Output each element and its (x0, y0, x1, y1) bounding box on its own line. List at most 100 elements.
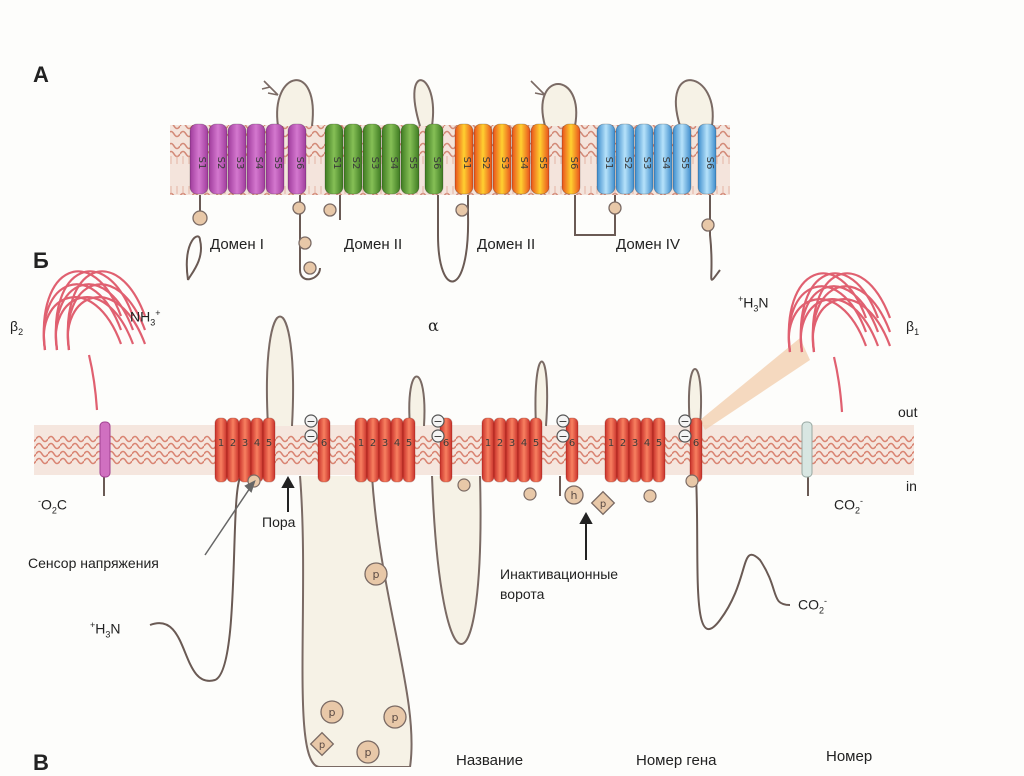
segment-b-2-4 (391, 418, 403, 482)
segment-b-label-3-4: 4 (521, 438, 527, 449)
segment-b-label-4-6: 6 (693, 438, 699, 449)
minus-marker-4: − (432, 430, 444, 443)
domain-label-3: Домен II (477, 236, 535, 253)
svg-text:−: − (306, 415, 315, 428)
segment-b-label-4-1: 1 (608, 438, 614, 449)
inactivation-gate-label-2: ворота (500, 586, 544, 602)
minus-marker-5: − (557, 415, 569, 428)
svg-text:−: − (306, 430, 315, 443)
segment-a-label-4-1: S1 (603, 157, 614, 170)
residue-b-3 (644, 490, 656, 502)
segment-b-3-4 (518, 418, 530, 482)
svg-text:p: p (373, 568, 380, 581)
segment-b-label-2-3: 3 (382, 438, 388, 449)
inactivation-gate-label-1: Инактивационные (500, 566, 618, 582)
segment-a-label-1-4: S4 (253, 157, 264, 170)
beta1-linker (700, 338, 810, 430)
segment-b-label-2-2: 2 (370, 438, 376, 449)
residue-b-2 (524, 488, 536, 500)
beta1-subunit (789, 273, 890, 412)
segment-a-label-2-6: S6 (431, 157, 442, 170)
segment-b-label-4-4: 4 (644, 438, 650, 449)
segment-b-label-1-2: 2 (230, 438, 236, 449)
segment-b-4-3 (629, 418, 641, 482)
svg-text:−: − (433, 430, 442, 443)
svg-text:−: − (680, 430, 689, 443)
svg-text:p: p (392, 711, 399, 724)
segment-b-2-3 (379, 418, 391, 482)
segment-a-label-3-3: S3 (499, 157, 510, 170)
segment-b-3-3 (506, 418, 518, 482)
minus-marker-7: − (679, 415, 691, 428)
minus-marker-1: − (305, 415, 317, 428)
co2-bottom-label: CO2- (798, 596, 827, 615)
segment-b-label-1-5: 5 (266, 438, 272, 449)
svg-text:−: − (558, 430, 567, 443)
minus-marker-8: − (679, 430, 691, 443)
segment-b-label-3-5: 5 (533, 438, 539, 449)
svg-text:p: p (600, 499, 606, 510)
domain-label-1: Домен I (210, 236, 264, 253)
panel-a-loops (277, 80, 713, 126)
svg-text:p: p (365, 746, 372, 759)
h3n-bottom-label: +H3N (90, 620, 121, 639)
segment-a-label-1-1: S1 (196, 157, 207, 170)
segment-a-label-4-3: S3 (641, 157, 652, 170)
segment-b-label-3-6: 6 (569, 438, 575, 449)
segment-b-2-2 (367, 418, 379, 482)
segment-a-label-2-4: S4 (388, 157, 399, 170)
segment-b-3-1 (482, 418, 494, 482)
h3n-right-label: +H3N (738, 294, 769, 313)
segment-a-label-4-2: S2 (622, 157, 633, 170)
segment-a-label-4-6: S6 (704, 157, 715, 170)
segment-a-label-3-5: S5 (537, 157, 548, 170)
segment-a-label-3-1: S1 (461, 157, 472, 170)
segment-b-4-1 (605, 418, 617, 482)
residue-b-5 (458, 479, 470, 491)
domain-a-4: S1S2S3S4S5S6 (597, 124, 716, 194)
table-header-gene: Номер гена (636, 752, 716, 769)
segment-a-label-4-5: S5 (679, 157, 690, 170)
minus-marker-2: − (305, 430, 317, 443)
segment-b-3-6 (566, 418, 578, 482)
h-marker: h (565, 486, 583, 504)
segment-b-1-5 (263, 418, 275, 482)
phospho-site-2: p (321, 701, 343, 723)
beta1-label: β1 (906, 318, 919, 337)
beta2-label: β2 (10, 318, 23, 337)
table-header-number: Номер (826, 748, 872, 765)
segment-b-2-5 (403, 418, 415, 482)
svg-text:p: p (319, 740, 325, 751)
beta1-stalk (834, 357, 842, 412)
segment-b-label-2-6: 6 (443, 438, 449, 449)
beta1-strand-3 (813, 273, 890, 352)
segment-a-label-3-6: S6 (568, 157, 579, 170)
beta1-anchor (802, 422, 812, 477)
beta2-anchor (100, 422, 110, 477)
beta2-subunit (44, 271, 145, 410)
svg-text:h: h (571, 489, 578, 502)
segment-b-label-1-6: 6 (321, 438, 327, 449)
residue-b-4 (686, 475, 698, 487)
segment-b-1-6 (318, 418, 330, 482)
panel-label-c: В (33, 750, 49, 776)
phospho-site-1: p (365, 563, 387, 585)
membrane-b (34, 425, 914, 475)
svg-text:p: p (329, 706, 336, 719)
segment-a-label-1-3: S3 (234, 157, 245, 170)
segment-b-label-4-3: 3 (632, 438, 638, 449)
segment-b-4-6 (690, 418, 702, 482)
nh3-label: NH3+ (130, 308, 161, 327)
svg-text:−: − (558, 415, 567, 428)
alpha-label: α (428, 316, 439, 335)
minus-marker-6: − (557, 430, 569, 443)
segment-b-1-2 (227, 418, 239, 482)
minus-marker-3: − (432, 415, 444, 428)
segment-b-2-1 (355, 418, 367, 482)
segment-b-1-1 (215, 418, 227, 482)
segment-b-label-2-1: 1 (358, 438, 364, 449)
o2c-left-label: -O2C (38, 496, 67, 515)
